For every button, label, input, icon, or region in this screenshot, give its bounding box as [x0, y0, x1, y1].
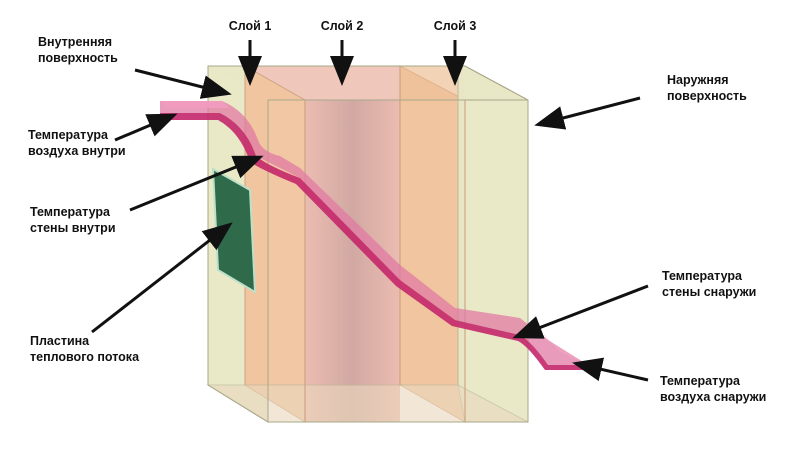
layer1-insulation: [244, 65, 306, 423]
arrow-heat-flux-plate: [91, 222, 233, 334]
label-inner-surface-line1: Внутренняя: [38, 35, 112, 49]
label-wall-temp-outside-line1: Температура: [662, 269, 743, 283]
label-outer-surface-line2: поверхность: [667, 89, 747, 103]
arrow-wall-temp-outside: [512, 284, 649, 339]
label-wall-temp-inside-line2: стены внутри: [30, 221, 116, 235]
label-layer1: Слой 1: [229, 19, 272, 33]
label-air-temp-inside-line2: воздуха внутри: [28, 144, 126, 158]
label-outer-surface-line1: Наружняя: [667, 73, 729, 87]
arrow-inner-surface: [134, 68, 232, 99]
label-wall-temp-outside-line2: стены снаружи: [662, 285, 756, 299]
label-wall-temp-inside-line1: Температура: [30, 205, 111, 219]
temperature-profile-band: [160, 101, 588, 370]
arrow-air-temp-outside: [572, 357, 649, 382]
labels: Слой 1 Слой 2 Слой 3 Внутренняя поверхно…: [28, 19, 766, 404]
label-layer2: Слой 2: [321, 19, 364, 33]
arrow-outer-surface: [534, 96, 641, 130]
label-heat-flux-plate-line2: теплового потока: [30, 350, 140, 364]
label-heat-flux-plate-line1: Пластина: [30, 334, 90, 348]
label-air-temp-inside-line1: Температура: [28, 128, 109, 142]
label-air-temp-outside-line2: воздуха снаружи: [660, 390, 766, 404]
outer-layer-right: [457, 65, 529, 423]
label-inner-surface-line2: поверхность: [38, 51, 118, 65]
annotation-arrows: [91, 40, 649, 382]
label-air-temp-outside-line1: Температура: [660, 374, 741, 388]
label-layer3: Слой 3: [434, 19, 477, 33]
arrow-air-temp-inside: [114, 113, 178, 142]
arrow-wall-temp-inside: [129, 155, 264, 212]
